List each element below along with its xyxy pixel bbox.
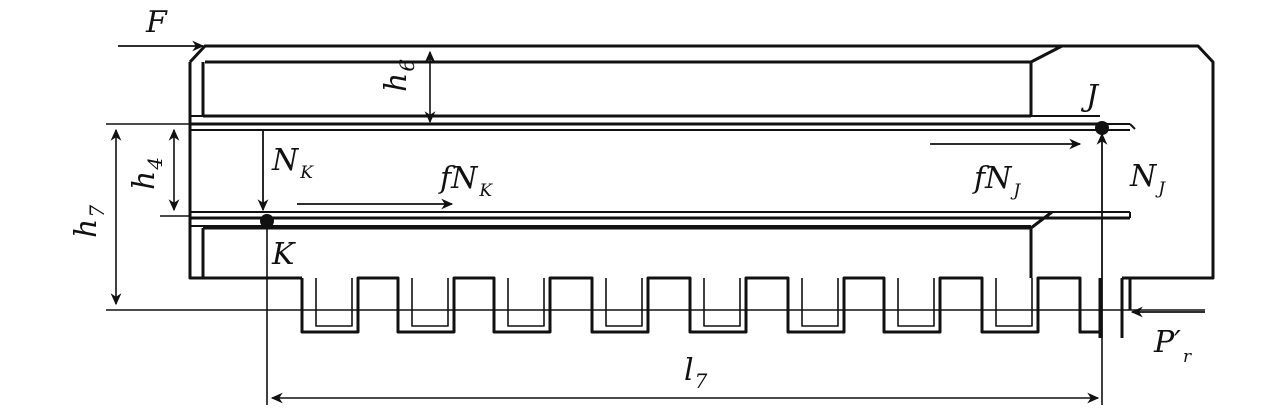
dimension-lines [106, 50, 1205, 405]
outer-frame [188, 44, 1215, 280]
point-K [260, 214, 274, 228]
rails [190, 115, 1136, 227]
rack-body [188, 44, 1215, 280]
label-K: K [271, 237, 296, 272]
label-Pr-sub: r [1183, 347, 1192, 367]
teeth-profile [300, 276, 1100, 334]
label-h6-sub: 6 [395, 59, 419, 72]
label-l7-sub: 7 [695, 369, 708, 393]
label-NK-sub: K [299, 163, 314, 183]
tooth-end [1078, 278, 1100, 334]
rack-teeth [300, 276, 1100, 334]
tooth-inner-line [703, 278, 741, 327]
label-h4-sub: 4 [143, 157, 167, 171]
force-arrows [118, 40, 1205, 338]
left-end [188, 62, 302, 280]
label-h6: h6 [379, 59, 419, 92]
label-J: J [1080, 79, 1100, 114]
tooth-inner-line [315, 278, 353, 327]
contact-points [260, 121, 1109, 228]
point-J [1095, 121, 1109, 135]
label-NJ-sub: J [1155, 179, 1166, 199]
label-F: F [145, 5, 168, 40]
tooth-inner-line [507, 278, 545, 327]
tooth-inner-line [995, 278, 1033, 327]
tooth-inner-line [605, 278, 643, 327]
label-h7-sub: 7 [85, 205, 109, 218]
tooth-inner-line [411, 278, 449, 327]
label-fNK-sub: K [478, 181, 493, 201]
label-h4: h4 [127, 157, 167, 190]
tooth-inner-line [801, 278, 839, 327]
tooth-inner-line [897, 278, 935, 327]
lower-inner-block [201, 210, 1053, 278]
label-Pr: P′r [1153, 325, 1192, 367]
label-l7: l7 [684, 353, 708, 393]
label-h7: h7 [69, 205, 109, 238]
right-end-block [1098, 276, 1132, 338]
upper-inner-block [201, 44, 1063, 118]
label-fNJ-sub: J [1010, 181, 1021, 201]
